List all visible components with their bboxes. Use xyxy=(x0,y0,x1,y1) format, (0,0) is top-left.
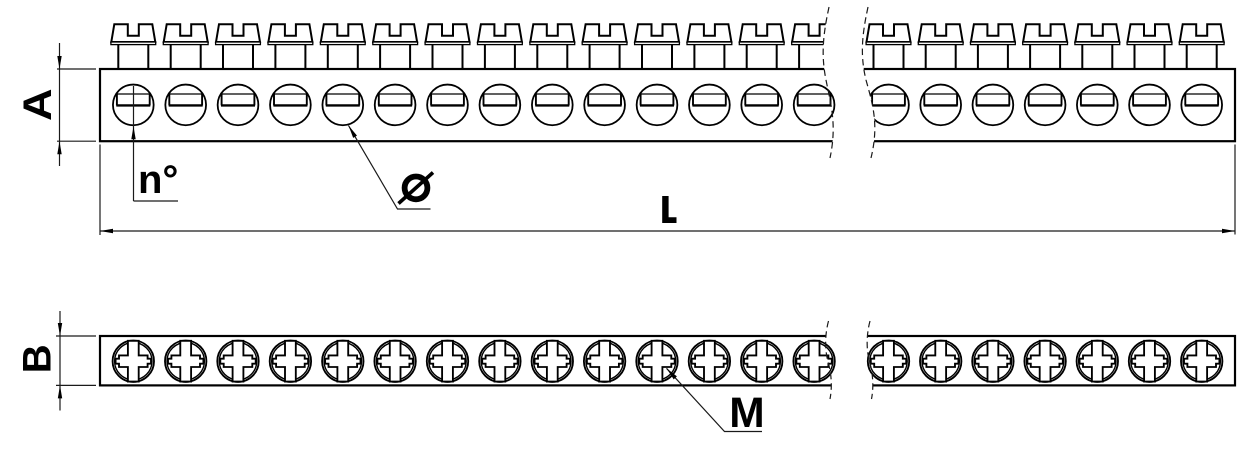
svg-text:B: B xyxy=(15,344,59,373)
svg-text:M: M xyxy=(729,390,764,437)
svg-text:A: A xyxy=(15,88,60,121)
svg-text:n°: n° xyxy=(138,158,178,202)
